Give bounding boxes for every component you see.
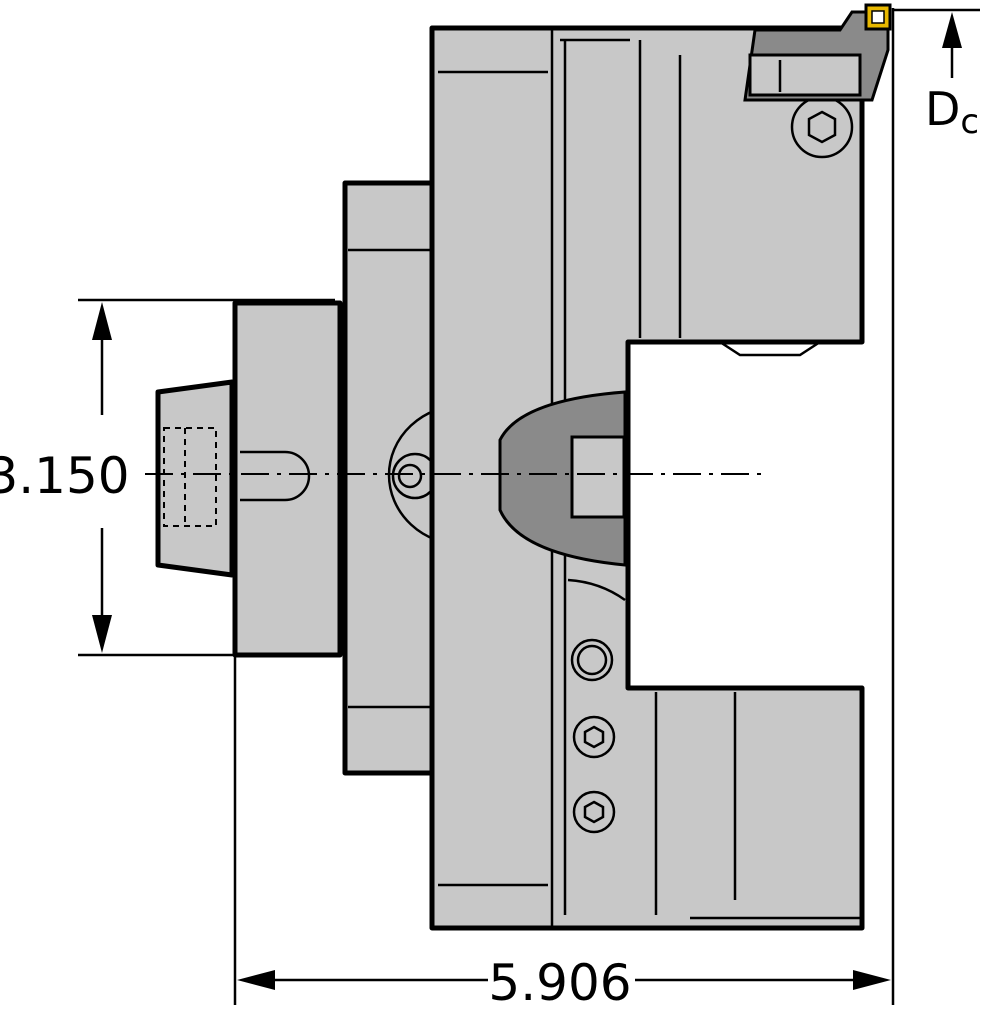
main-body	[429, 25, 865, 931]
dimension-bore-diameter: 3.150	[0, 298, 335, 657]
insert-cartridge	[743, 3, 892, 102]
overall-length-label: 5.906	[488, 954, 631, 1012]
screw-lower-2	[572, 790, 616, 834]
cutting-diameter-label: Dc	[925, 82, 979, 142]
dimension-overall-length: 5.906	[233, 8, 895, 1012]
dimension-cutting-diameter: Dc	[893, 8, 980, 142]
pilot-shank	[155, 379, 235, 578]
bore-diameter-label: 3.150	[0, 447, 130, 505]
adapter-flange	[232, 300, 343, 658]
insert	[864, 3, 892, 31]
screw-middle	[570, 638, 614, 682]
screw-lower-1	[572, 715, 616, 759]
clamp-section	[498, 390, 627, 602]
